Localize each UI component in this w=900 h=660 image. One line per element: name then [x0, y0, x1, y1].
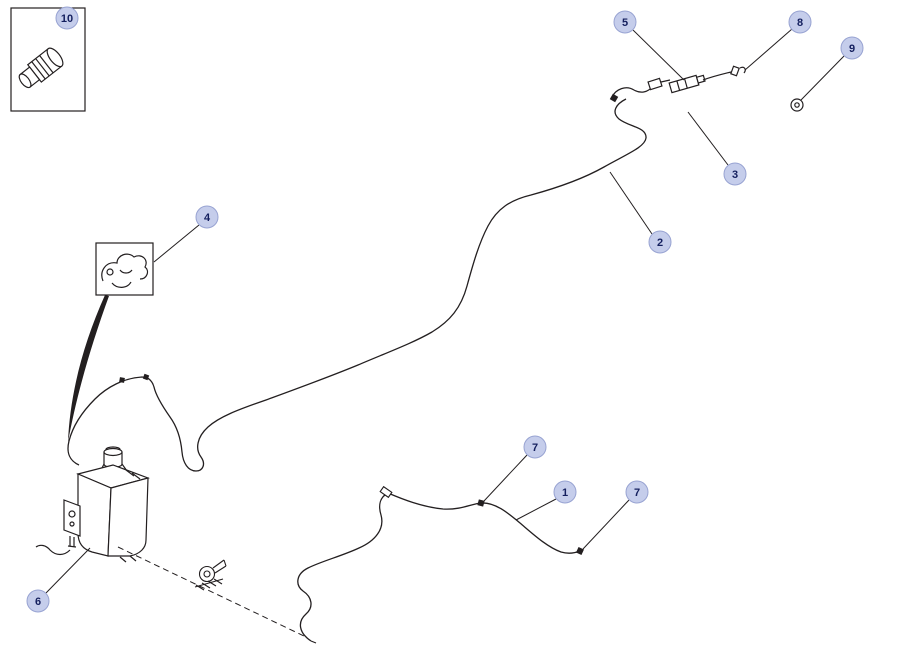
tank-front: [77, 473, 112, 557]
callout-3: 3: [723, 162, 747, 186]
clip-squiggle: [101, 253, 149, 282]
valve-stub: [660, 79, 671, 83]
hose-clip: [477, 499, 485, 507]
routing-curve: [68, 295, 109, 442]
washer-nozzle: [668, 74, 706, 94]
callout-label: 6: [35, 596, 41, 608]
callout-label: 7: [634, 487, 640, 499]
reference-dashed-line: [117, 546, 307, 638]
cap-part: [18, 47, 64, 89]
callout-layer: 10 5 8 9 3 2 4 7 1 7 6: [26, 6, 864, 613]
rear-hose-group: [297, 485, 584, 644]
callout-leader-2: [609, 171, 653, 235]
nozzle-assembly: [609, 65, 804, 112]
callout-8: 8: [788, 10, 812, 34]
hose-connector: [379, 485, 393, 499]
clip-squiggle-3: [119, 269, 133, 274]
callout-circle: [553, 480, 577, 504]
callout-circle: [26, 589, 50, 613]
callout-leader-6: [45, 547, 91, 594]
washer-reservoir: [35, 446, 150, 563]
callout-leader-7: [582, 499, 630, 550]
callout-6: 6: [26, 589, 50, 613]
hose-clip: [609, 93, 619, 103]
callout-label: 8: [797, 17, 803, 29]
callout-circle: [55, 6, 79, 30]
callout-leader-8: [744, 28, 793, 71]
callout-circle: [648, 230, 672, 254]
tank-side: [107, 477, 149, 557]
callout-10: 10: [55, 6, 79, 30]
jet-tip: [739, 66, 746, 74]
grommet: [790, 98, 804, 112]
hose-end-tip: [310, 640, 317, 644]
washer-hose-rear: [297, 492, 581, 642]
jet-fitting: [730, 65, 740, 77]
callout-label: 7: [532, 442, 538, 454]
callout-1: 1: [553, 480, 577, 504]
callout-circle: [613, 10, 637, 34]
callout-label: 4: [204, 212, 211, 224]
clip-frame: [95, 242, 154, 296]
nozzle-hose-segment: [611, 86, 653, 98]
callout-2: 2: [648, 230, 672, 254]
grommet-center: [794, 102, 800, 108]
filler-neck-top: [103, 447, 123, 457]
hose-clip: [576, 547, 584, 555]
callout-circle: [840, 36, 864, 60]
callout-label: 1: [562, 487, 568, 499]
callout-label: 5: [622, 17, 628, 29]
hose-clip: [119, 377, 125, 383]
callout-label: 9: [849, 43, 855, 55]
callout-circle: [625, 480, 649, 504]
callout-leader-7: [483, 454, 528, 502]
hose-clips-front: [119, 373, 150, 383]
callout-9: 9: [840, 36, 864, 60]
callout-5: 5: [613, 10, 637, 34]
callout-circle: [788, 10, 812, 34]
callout-label: 2: [657, 237, 663, 249]
callout-leader-3: [687, 111, 729, 166]
washer-pump: [63, 499, 81, 537]
callout-4: 4: [195, 205, 219, 229]
callout-label: 10: [61, 13, 73, 25]
hose-clip: [142, 373, 150, 381]
check-valve: [647, 77, 663, 91]
callout-circle: [523, 435, 547, 459]
callout-leader-1: [515, 498, 557, 521]
washer-hose-main: [67, 98, 647, 472]
clip-ring: [106, 268, 114, 276]
callout-label: 3: [732, 169, 738, 181]
callout-7: 7: [523, 435, 547, 459]
jet-hose: [702, 71, 732, 81]
clip-squiggle-2: [111, 281, 132, 288]
callout-circle: [723, 162, 747, 186]
callout-7: 7: [625, 480, 649, 504]
callout-leader-9: [800, 54, 846, 101]
horn-part: [194, 559, 227, 591]
item-4-clip-box: [95, 242, 154, 296]
callout-leader-4: [153, 224, 200, 263]
pump-hose-stub: [35, 544, 71, 556]
callout-circle: [195, 205, 219, 229]
callout-leader-5: [632, 29, 685, 81]
